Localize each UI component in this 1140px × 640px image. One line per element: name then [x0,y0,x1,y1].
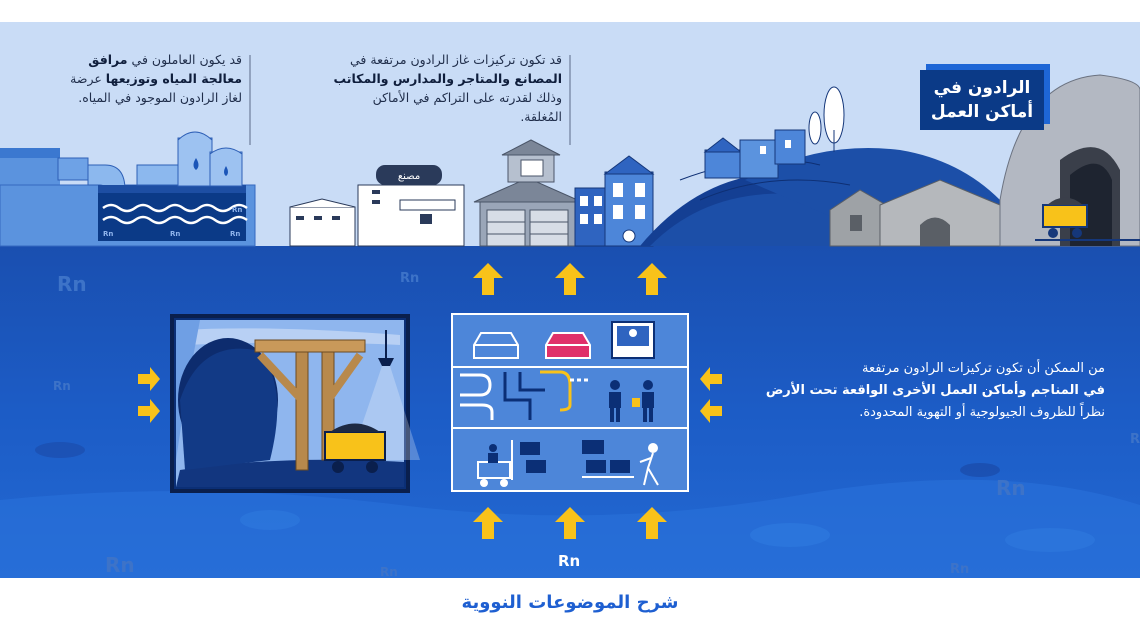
school-building [574,155,655,247]
rn-symbol: Rn [57,272,87,296]
svg-text:Rn: Rn [232,206,242,214]
arrow-left-icon [700,367,722,391]
title-line-2: أماكن العمل [930,102,1034,122]
factory-building: مصنع [289,165,465,247]
page-title: الرادون في أماكن العمل [920,70,1044,130]
village-buildings [703,86,845,179]
radon-flow-arrows [138,263,722,539]
water-treatment-plant: Rn Rn Rn Rn [0,131,256,247]
svg-text:Rn: Rn [103,230,113,238]
arrow-up-icon [637,263,667,295]
rn-symbol: Rn [950,562,969,577]
rn-symbol: Rn [53,379,71,393]
boxes-icon [520,440,634,478]
rn-symbol: Rn [400,271,419,286]
arrow-up-icon [555,507,585,539]
factory-sign: مصنع [398,171,420,182]
underground-building-panel [451,313,689,492]
footer [0,578,1140,640]
workers-icon [609,380,654,422]
svg-text:Rn: Rn [230,230,240,238]
svg-text:Rn: Rn [170,230,180,238]
monitor-icon [611,321,655,359]
buildings-note: قد تكون تركيزات غاز الرادون مرتفعة في ال… [333,52,562,124]
rn-symbol: Rn [380,565,398,579]
arrow-up-icon [555,263,585,295]
house-garage [473,139,583,247]
arrow-up-icon [473,263,503,295]
water-facilities-note: قد يكون العاملون في مرافق معالجة المياه … [70,52,242,105]
car-icon [545,332,591,359]
arrow-left-icon [700,399,722,423]
arrow-right-icon [138,367,160,391]
arrow-up-icon [637,507,667,539]
rn-symbol-center: Rn [558,552,580,570]
stone-farmhouse [829,179,1001,247]
rn-symbol: Rn [105,553,135,577]
worker-carrying-icon [639,443,659,486]
rn-symbol: Rn [996,476,1026,500]
arrow-up-icon [473,507,503,539]
pipes-icon [460,370,590,420]
title-line-1: الرادون في [933,78,1031,98]
forklift-icon [477,440,513,487]
mine-tunnel-panel [170,314,420,493]
car-icon [473,332,519,359]
underground-note: من الممكن أن تكون تركيزات الرادون مرتفعة… [765,361,1105,420]
rn-symbol: Rn [1130,432,1140,447]
arrow-right-icon [138,399,160,423]
footer-title: شرح الموضوعات النووية [461,592,679,613]
